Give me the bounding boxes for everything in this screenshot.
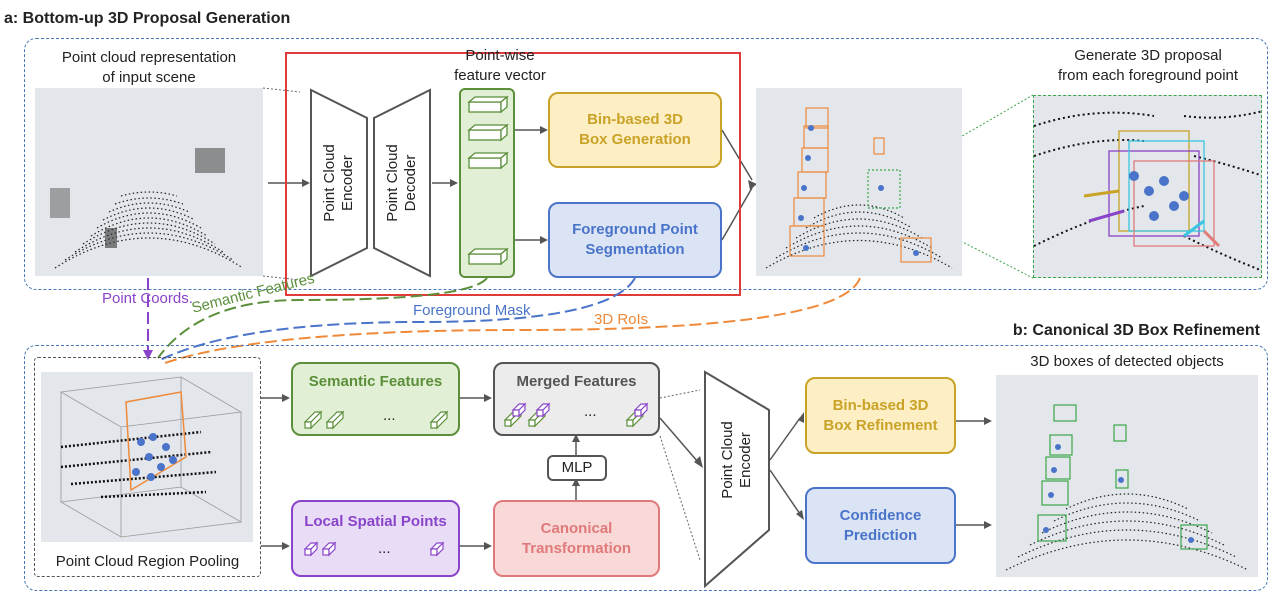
bin-based-box-refinement: Bin-based 3D Box Refinement [805, 377, 956, 454]
encoder-a-shape [310, 88, 368, 278]
canonical-transformation-box: Canonical Transformation [493, 500, 660, 577]
mlp-box: MLP [547, 455, 607, 481]
point-coords-label: Point Coords. [102, 290, 193, 307]
encoder-b-label: Point Cloud Encoder [719, 421, 754, 499]
fg-seg-line1: Foreground Point [572, 221, 698, 238]
canonical-line2: Transformation [521, 539, 632, 557]
proposal-caption-line1: Generate 3D proposal [1074, 47, 1222, 64]
merged-features-title: Merged Features [516, 373, 637, 390]
input-caption: Point cloud representation of input scen… [30, 48, 268, 88]
decoder-a-shape [373, 88, 431, 278]
local-spatial-points-ellipsis: ... [378, 540, 391, 557]
foreground-point-segmentation: Foreground Point Segmentation [548, 202, 722, 278]
bin-refine-line2: Box Refinement [823, 416, 938, 434]
merged-features-cells [503, 402, 649, 428]
output-caption: 3D boxes of detected objects [1030, 353, 1224, 370]
input-caption-line1: Point cloud representation [61, 49, 237, 66]
canonical-line1: Canonical [540, 519, 613, 537]
bin-based-box-generation: Bin-based 3D Box Generation [548, 92, 722, 168]
semantic-features-cells [303, 410, 449, 430]
mlp-label: MLP [561, 459, 593, 476]
output-image [996, 375, 1258, 577]
semantic-features-title: Semantic Features [308, 373, 443, 390]
region-pooling-render [59, 376, 243, 538]
feature-vector-caption-line1: Point-wise [465, 47, 535, 64]
bin-generation-line1: Bin-based 3D [587, 111, 683, 128]
bin-refine-line1: Bin-based 3D [832, 396, 929, 414]
foreground-mask-label: Foreground Mask [413, 302, 531, 319]
output-render [1005, 404, 1249, 571]
encoder-b-shape [704, 370, 770, 589]
point-wise-feature-vector [459, 88, 515, 278]
feature-vector-caption: Point-wise feature vector [420, 46, 580, 86]
section-b-title: b: Canonical 3D Box Refinement [1012, 322, 1260, 339]
proposal-zoom-image [1033, 95, 1262, 278]
input-point-cloud-render [50, 148, 244, 269]
proposal-caption: Generate 3D proposal from each foregroun… [1028, 46, 1268, 86]
feature-vector-cells [467, 95, 509, 266]
proposal-zoom-render [1034, 110, 1261, 272]
region-pooling-frame [34, 357, 261, 577]
proposals-image [756, 88, 962, 276]
semantic-features-ellipsis: ... [383, 407, 396, 424]
confidence-line2: Prediction [843, 526, 918, 544]
section-a-title: a: Bottom-up 3D Proposal Generation [4, 10, 291, 27]
confidence-line1: Confidence [839, 506, 922, 524]
input-caption-line2: of input scene [102, 69, 196, 86]
proposal-caption-line2: from each foreground point [1057, 67, 1239, 84]
merged-features-ellipsis: ... [584, 403, 597, 420]
rois-label: 3D RoIs [594, 311, 649, 328]
proposals-render [765, 107, 953, 269]
bin-generation-line2: Box Generation [579, 131, 691, 148]
pooling-caption: Point Cloud Region Pooling [55, 553, 240, 570]
input-point-cloud-image [35, 88, 263, 276]
local-spatial-points-title: Local Spatial Points [304, 513, 447, 530]
feature-vector-caption-line2: feature vector [454, 67, 546, 84]
local-spatial-points-cells [303, 541, 445, 557]
section-b-panel [24, 345, 1268, 591]
section-a-panel [24, 38, 1268, 290]
backbone-highlight-frame [285, 52, 741, 296]
confidence-prediction: Confidence Prediction [805, 487, 956, 564]
region-pooling-image [41, 372, 253, 542]
fg-seg-line2: Segmentation [585, 241, 685, 258]
local-spatial-points-box: Local Spatial Points [291, 500, 460, 577]
